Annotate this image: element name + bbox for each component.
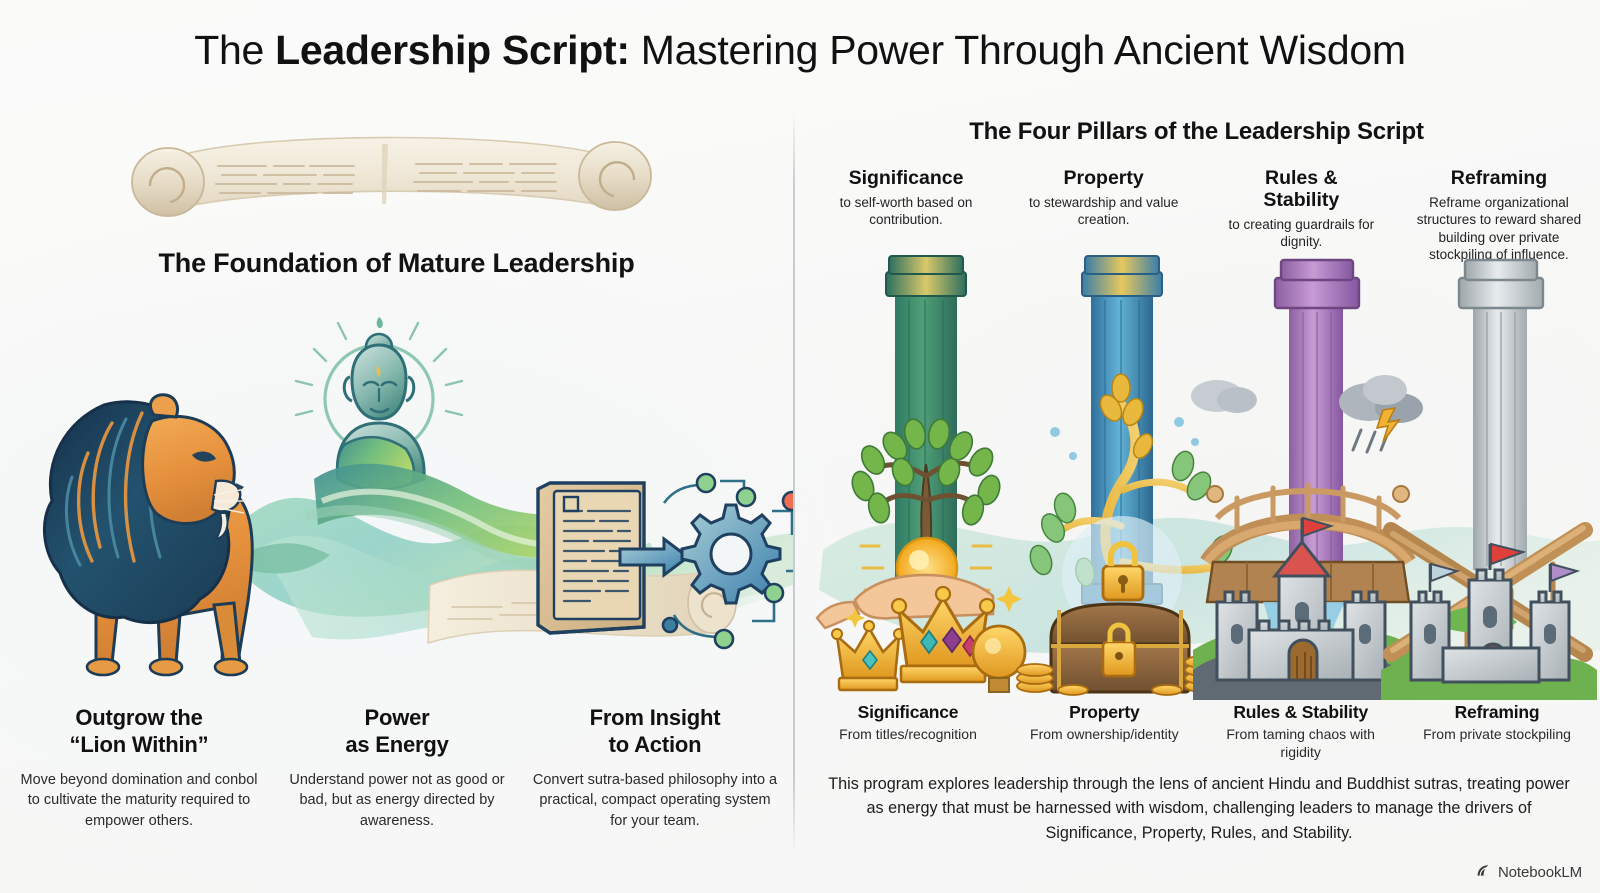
pillars-illustration-group — [803, 250, 1600, 705]
left-panel-heading: The Foundation of Mature Leadership — [158, 248, 635, 278]
pillar-significance — [815, 255, 1027, 693]
pillar-head-title: Reframing — [1450, 167, 1548, 189]
page-title: The Leadership Script: Mastering Power T… — [0, 27, 1600, 73]
left-column-body: Move beyond domination and conbol to cul… — [20, 771, 258, 829]
pillar-rules-stability — [1191, 258, 1423, 700]
pillar-head-reframing: Reframing Reframe organizational structu… — [1408, 167, 1590, 264]
storm-cloud-icon — [1191, 375, 1423, 454]
pillar-caption-sub: From taming chaos with rigidity — [1226, 726, 1375, 760]
pillar-caption-title: Reframing — [1454, 702, 1540, 722]
pillar-head-significance: Significance to self-worth based on cont… — [815, 167, 997, 264]
lion-illustration — [42, 393, 330, 677]
program-summary: This program explores leadership through… — [828, 775, 1570, 842]
left-illustration-group — [0, 285, 825, 705]
pillar-head-sub: to self-worth based on contribution. — [839, 194, 973, 228]
crown-and-medal-icon — [831, 585, 1027, 693]
left-column-body: Convert sutra-based philosophy into a pr… — [532, 771, 778, 829]
right-panel-heading: The Four Pillars of the Leadership Scrip… — [969, 118, 1424, 145]
left-column-group: Outgrow the “Lion Within” Move beyond do… — [16, 705, 778, 831]
pillar-reframing — [1381, 258, 1597, 700]
pillar-head-sub: to creating guardrails for dignity. — [1228, 216, 1375, 250]
pillar-head-sub: to stewardship and value creation. — [1028, 194, 1179, 228]
ancient-scroll-icon — [110, 114, 670, 229]
pillar-head-title: Property — [1063, 167, 1144, 189]
pillar-caption-group: Significance From titles/recognition Pro… — [815, 702, 1590, 762]
pillar-caption-sub: From ownership/identity — [1030, 726, 1179, 742]
left-panel: The Foundation of Mature Leadership — [0, 100, 825, 890]
left-column-title: Power as Energy — [345, 705, 449, 757]
pillar-heading-group: Significance to self-worth based on cont… — [815, 167, 1590, 264]
pillar-head-title: Rules & Stability — [1263, 167, 1340, 211]
notebooklm-logo-icon — [1475, 862, 1492, 883]
panel-divider — [793, 112, 795, 854]
pillar-caption-significance: Significance From titles/recognition — [815, 702, 1001, 762]
pillar-caption-title: Rules & Stability — [1233, 702, 1368, 722]
left-column-title: Outgrow the “Lion Within” — [69, 705, 209, 757]
left-column-power-as-energy: Power as Energy Understand power not as … — [274, 705, 520, 831]
pillar-property — [1016, 255, 1233, 696]
title-lead: The — [194, 27, 276, 73]
pillar-caption-property: Property From ownership/identity — [1011, 702, 1197, 762]
pillar-head-sub: Reframe organizational structures to rew… — [1416, 194, 1582, 263]
book-to-gear-illustration — [536, 472, 825, 650]
pillar-caption-title: Property — [1069, 702, 1140, 722]
pillar-head-rules-stability: Rules & Stability to creating guardrails… — [1210, 167, 1392, 264]
title-bold: Leadership Script: — [275, 27, 630, 73]
notebooklm-label: NotebookLM — [1497, 864, 1582, 881]
left-column-outgrow-lion: Outgrow the “Lion Within” Move beyond do… — [16, 705, 262, 831]
pillar-head-property: Property to stewardship and value creati… — [1013, 167, 1195, 264]
right-panel: The Four Pillars of the Leadership Scrip… — [793, 100, 1600, 890]
pillar-caption-sub: From private stockpiling — [1423, 726, 1571, 742]
pillar-head-title: Significance — [848, 167, 964, 189]
pillar-caption-sub: From titles/recognition — [839, 726, 977, 742]
castle-on-hill-icon — [1409, 542, 1581, 684]
left-column-title: From Insight to Action — [589, 705, 721, 757]
title-tail: Mastering Power Through Ancient Wisdom — [629, 27, 1406, 73]
notebooklm-watermark: NotebookLM — [1475, 862, 1582, 883]
pillar-caption-title: Significance — [857, 702, 959, 722]
castle-with-storm-icon — [1193, 516, 1405, 700]
pillar-caption-rules-stability: Rules & Stability From taming chaos with… — [1208, 702, 1394, 762]
left-column-body: Understand power not as good or bad, but… — [289, 771, 505, 829]
left-column-insight-to-action: From Insight to Action Convert sutra-bas… — [532, 705, 778, 831]
pillar-caption-reframing: Reframing From private stockpiling — [1404, 702, 1590, 762]
